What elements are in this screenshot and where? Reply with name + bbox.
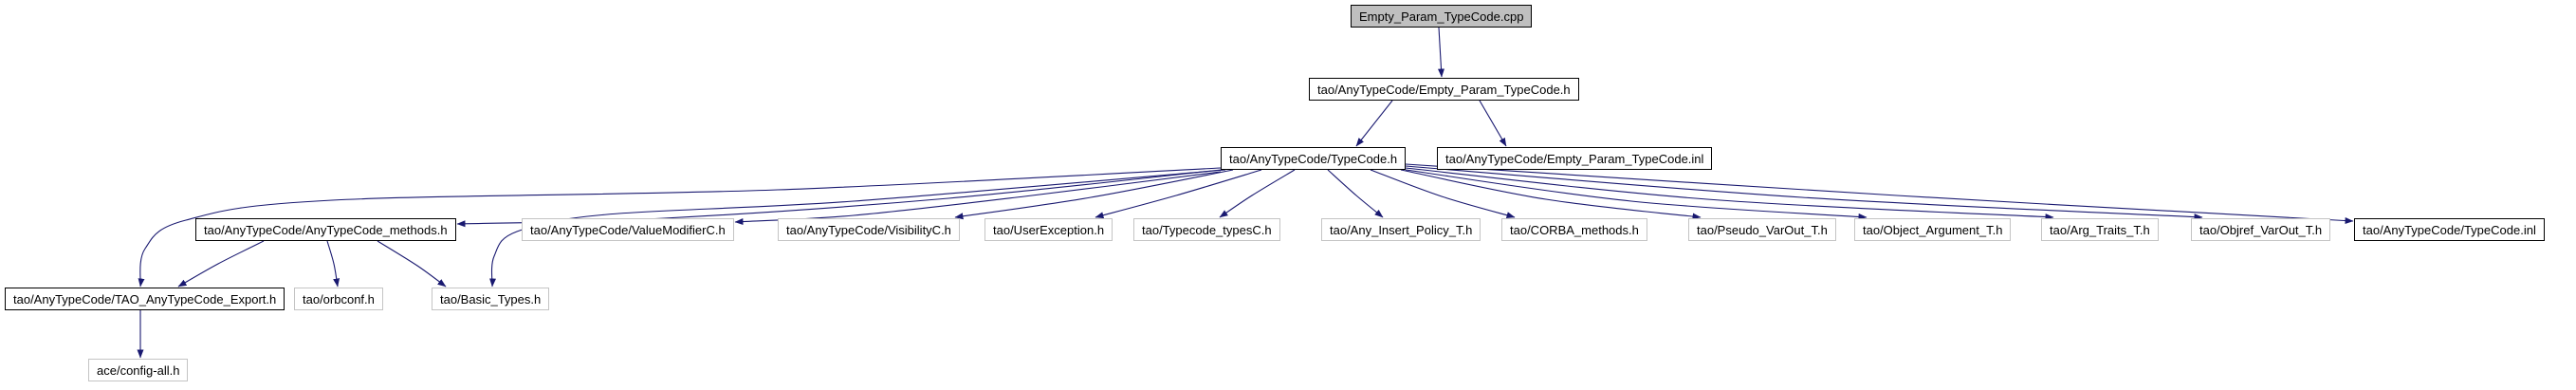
graph-node-pseudo: tao/Pseudo_VarOut_T.h bbox=[1688, 218, 1836, 241]
graph-node-export[interactable]: tao/AnyTypeCode/TAO_AnyTypeCode_Export.h bbox=[5, 288, 285, 310]
graph-node-config_all: ace/config-all.h bbox=[88, 359, 189, 381]
graph-node-object_arg: tao/Object_Argument_T.h bbox=[1854, 218, 2012, 241]
graph-node-any_insert: tao/Any_Insert_Policy_T.h bbox=[1321, 218, 1481, 241]
graph-node-eph[interactable]: tao/AnyTypeCode/Empty_Param_TypeCode.h bbox=[1309, 78, 1579, 101]
include-edge-tc-to-visibility bbox=[954, 169, 1234, 220]
include-edge-tc-to-corba bbox=[1370, 169, 1516, 219]
include-edge-tc-to-any_insert bbox=[1327, 169, 1384, 218]
graph-node-userexc: tao/UserException.h bbox=[984, 218, 1113, 241]
include-edge-tc-to-typecode_types bbox=[1219, 169, 1296, 218]
include-edge-eph-to-tc bbox=[1355, 100, 1393, 147]
include-edge-tc-to-basic_types bbox=[489, 169, 1226, 288]
graph-node-inl[interactable]: tao/AnyTypeCode/Empty_Param_TypeCode.inl bbox=[1437, 147, 1713, 170]
include-edge-methods-to-export bbox=[177, 240, 265, 288]
graph-node-valuemod: tao/AnyTypeCode/ValueModifierC.h bbox=[522, 218, 734, 241]
graph-node-cpp: Empty_Param_TypeCode.cpp bbox=[1351, 5, 1533, 28]
include-edge-cpp-to-eph bbox=[1438, 27, 1445, 78]
graph-node-methods[interactable]: tao/AnyTypeCode/AnyTypeCode_methods.h bbox=[195, 218, 456, 241]
graph-node-tc[interactable]: tao/AnyTypeCode/TypeCode.h bbox=[1221, 147, 1407, 170]
include-edge-tc-to-export bbox=[138, 167, 1222, 288]
include-edge-tc-to-objref bbox=[1405, 165, 2203, 221]
graph-node-visibility: tao/AnyTypeCode/VisibilityC.h bbox=[778, 218, 960, 241]
include-edge-tc-to-userexc bbox=[1095, 169, 1262, 219]
graph-node-tc_inl[interactable]: tao/AnyTypeCode/TypeCode.inl bbox=[2354, 218, 2545, 241]
include-edge-methods-to-orbconf bbox=[326, 240, 340, 288]
include-edge-tc-to-object_arg bbox=[1405, 169, 1868, 220]
include-edge-tc-to-arg_traits bbox=[1405, 167, 2054, 221]
graph-node-objref: tao/Objref_VarOut_T.h bbox=[2191, 218, 2331, 241]
include-edge-methods-to-basic_types bbox=[377, 240, 447, 288]
graph-node-basic_types: tao/Basic_Types.h bbox=[432, 288, 550, 310]
graph-node-corba: tao/CORBA_methods.h bbox=[1501, 218, 1647, 241]
include-edge-tc-to-tc_inl bbox=[1405, 163, 2354, 225]
graph-node-typecode_types: tao/Typecode_typesC.h bbox=[1133, 218, 1280, 241]
include-edge-eph-to-inl bbox=[1479, 100, 1507, 147]
graph-node-orbconf: tao/orbconf.h bbox=[294, 288, 383, 310]
include-edge-tc-to-methods bbox=[456, 169, 1222, 228]
include-edge-tc-to-pseudo bbox=[1400, 169, 1702, 220]
graph-node-arg_traits: tao/Arg_Traits_T.h bbox=[2041, 218, 2159, 241]
